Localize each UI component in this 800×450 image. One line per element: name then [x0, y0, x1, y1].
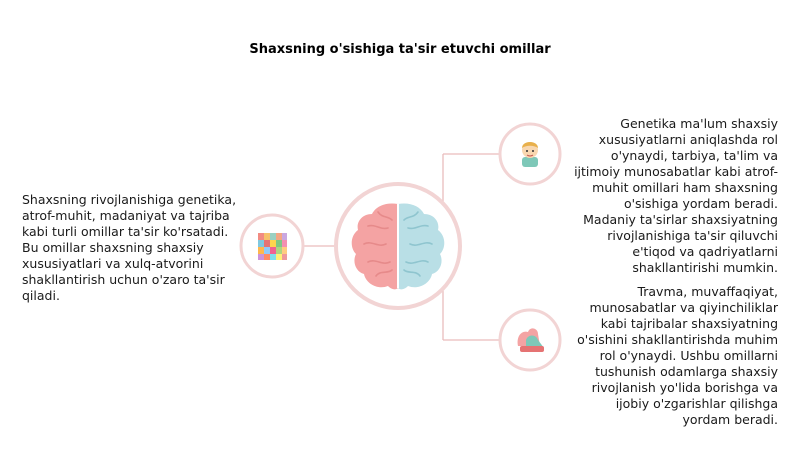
bottom-right-node: [498, 308, 562, 372]
right-top-description: Genetika ma'lum shaxsiy xususiyatlarni a…: [574, 116, 778, 275]
brain-icon: [351, 203, 445, 290]
child-face-icon: [522, 142, 538, 167]
page-title: Shaxsning o'sishiga ta'sir etuvchi omill…: [249, 42, 551, 57]
left-description: Shaxsning rivojlanishiga genetika, atrof…: [22, 192, 237, 303]
color-blocks-icon: [258, 233, 287, 260]
right-bottom-description: Travma, muvaffaqiyat, munosabatlar va qi…: [577, 284, 778, 427]
top-right-node: [498, 122, 562, 186]
center-node: [334, 182, 462, 310]
hands-together-icon: [517, 328, 544, 352]
left-node: [239, 213, 305, 279]
